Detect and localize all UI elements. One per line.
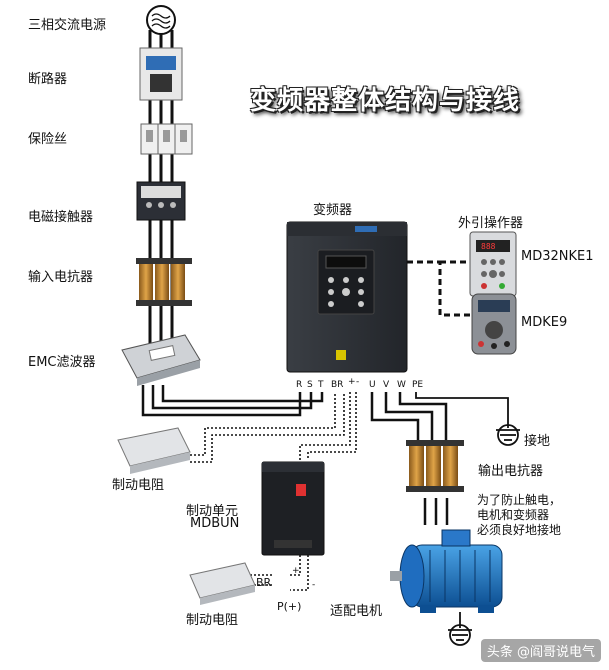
label-brake-resistor-bottom: 制动电阻 [186,613,239,628]
label-brake-unit-model: MDBUN [190,516,240,531]
input-power-wires [141,385,324,417]
ground-wire [415,392,520,446]
watermark: 头条 @阎哥说电气 [480,639,601,662]
keypad-md32nke1-icon: 888 [469,231,517,297]
contactor-icon [136,181,186,221]
ac-source-icon [146,5,176,35]
terminal-pe: PE [412,380,424,390]
keypad-mdke9-icon [471,293,517,355]
label-mdke9: MDKE9 [521,315,568,330]
inverter-icon [286,221,408,373]
brake-terminal-br: BR [256,576,272,589]
brake-terminal-p: P(+) [277,600,302,613]
label-breaker: 断路器 [28,72,68,87]
grounding-note: 为了防止触电， 电机和变频器 必须良好地接地 [477,493,561,538]
label-contactor: 电磁接触器 [28,210,94,225]
terminal-r: R [296,380,303,390]
terminal-w: W [397,380,406,390]
label-three-phase-source: 三相交流电源 [28,18,107,33]
motor-ground-icon [448,612,472,646]
terminal-br: BR [331,380,344,390]
note-line-1: 为了防止触电， [477,493,562,507]
fuse-icon [140,123,193,155]
label-ground: 接地 [524,434,551,449]
svg-text:888: 888 [481,242,496,251]
emc-filter-icon [121,334,201,386]
label-inverter: 变频器 [313,203,353,218]
brake-resistor-top-icon [117,427,191,474]
label-motor: 适配电机 [330,604,383,619]
label-brake-resistor-top: 制动电阻 [112,478,165,493]
terminal-plus: + [348,377,356,387]
brake-terminal-minus: - [312,580,316,590]
output-reactor-icon [406,440,464,492]
label-fuse: 保险丝 [28,132,68,147]
label-brake-unit: 制动单元 [186,504,239,519]
note-line-3: 必须良好地接地 [477,523,562,537]
brake-unit-icon [261,461,325,556]
label-input-reactor: 输入电抗器 [28,270,94,285]
keypad-links [407,260,470,317]
label-md32nke1: MD32NKE1 [521,249,594,264]
circuit-breaker-icon [139,47,183,101]
brake-resistor-wires [190,392,357,591]
brake-resistor-bottom-icon [189,562,256,605]
diagram-title: 变频器整体结构与接线 [250,86,521,116]
input-reactor-icon [136,258,192,306]
label-output-reactor: 输出电抗器 [478,464,544,479]
output-wires [370,392,449,525]
note-line-2: 电机和变频器 [477,508,550,522]
terminal-minus: - [356,377,360,387]
brake-terminal-plus: + [292,566,300,576]
terminal-s: S [307,380,313,390]
terminal-t: T [318,380,324,390]
terminal-u: U [369,380,376,390]
motor-icon [390,529,503,613]
terminal-v: V [383,380,390,390]
label-emc-filter: EMC滤波器 [28,355,96,370]
label-external-keypad: 外引操作器 [458,216,524,231]
